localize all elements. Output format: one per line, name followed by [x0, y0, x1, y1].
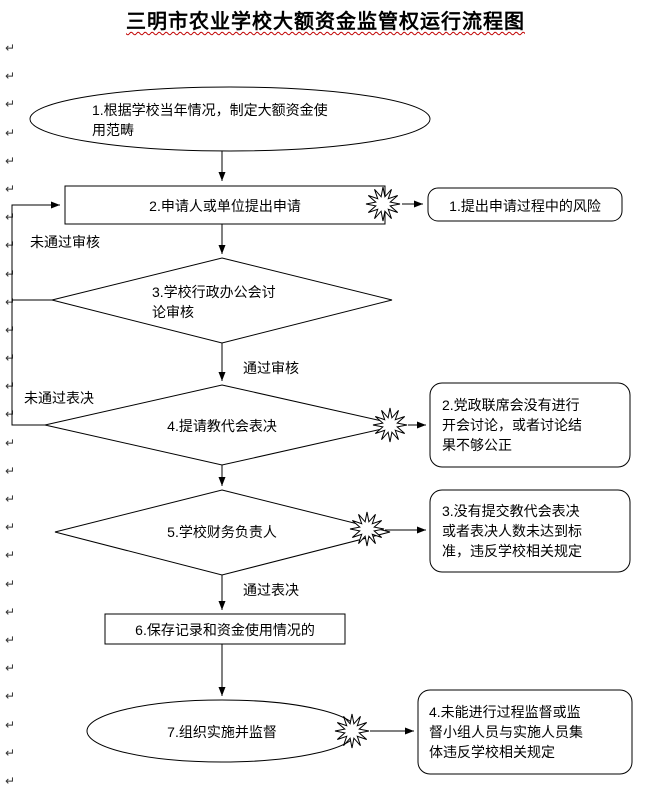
risk-1-label: 1.提出申请过程中的风险	[449, 198, 601, 214]
paragraph-mark-icon: ↵	[5, 351, 16, 366]
risk-2-box[interactable]	[429, 382, 631, 468]
risk-3-label: 3.没有提交教代会表决 或者表决人数未达到标 准，违反学校相关规定	[442, 503, 582, 559]
node-1-ellipse[interactable]	[29, 86, 431, 152]
paragraph-mark-icon: ↵	[5, 379, 16, 394]
node-1-label: 1.根据学校当年情况，制定大额资金使 用范畴	[92, 102, 328, 138]
paragraph-mark-icon: ↵	[5, 435, 16, 450]
paragraph-mark-icon: ↵	[5, 773, 16, 788]
paragraph-mark-icon: ↵	[5, 407, 16, 422]
paragraph-mark-icon: ↵	[5, 689, 16, 704]
risk-4-label: 4.未能进行过程监督或监 督小组人员与实施人员集 体违反学校相关规定	[429, 704, 583, 760]
risk-burst-icon	[372, 407, 408, 443]
node-4-label: 4.提请教代会表决	[167, 418, 277, 434]
paragraph-mark-icon: ↵	[5, 266, 16, 281]
paragraph-mark-icon: ↵	[5, 69, 16, 84]
connector-loop-review-fail	[11, 201, 60, 301]
edge-label-fail-review: 未通过审核	[30, 234, 100, 250]
paragraph-marks: ↵ ↵ ↵ ↵ ↵ ↵ ↵ ↵ ↵ ↵ ↵ ↵ ↵ ↵ ↵ ↵ ↵ ↵ ↵ ↵ ↵ ↵ ↵ ↵ ↵ ↵ ↵	[5, 34, 15, 795]
node-6-rect[interactable]	[104, 613, 346, 645]
paragraph-mark-icon: ↵	[5, 632, 16, 647]
page-title: 三明市农业学校大额资金监管权运行流程图	[126, 11, 525, 33]
paragraph-mark-icon: ↵	[5, 520, 16, 535]
paragraph-mark-icon: ↵	[5, 548, 16, 563]
risk-1-box[interactable]	[427, 187, 623, 222]
paragraph-mark-icon: ↵	[5, 492, 16, 506]
risk-4-box[interactable]	[417, 689, 633, 775]
connector-loop-vote-fail	[11, 300, 45, 426]
paragraph-mark-icon: ↵	[5, 661, 16, 676]
edge-label-fail-vote: 未通过表决	[24, 390, 94, 406]
node-2-label: 2.申请人或单位提出申请	[149, 198, 301, 214]
paragraph-mark-icon: ↵	[5, 294, 16, 309]
node-3-diamond[interactable]	[51, 257, 393, 344]
paragraph-mark-icon: ↵	[5, 97, 16, 112]
paragraph-mark-icon: ↵	[5, 181, 16, 196]
paragraph-mark-icon: ↵	[5, 125, 16, 140]
node-7-label: 7.组织实施并监督	[167, 724, 277, 740]
paragraph-mark-icon: ↵	[5, 463, 16, 478]
paragraph-mark-icon: ↵	[5, 41, 16, 55]
risk-2-label: 2.党政联席会没有进行 开会讨论，或者讨论结 果不够公正	[442, 397, 582, 453]
paragraph-mark-icon: ↵	[5, 576, 16, 591]
node-6-label: 6.保存记录和资金使用情况的	[135, 622, 315, 638]
paragraph-mark-icon: ↵	[5, 604, 16, 619]
paragraph-mark-icon: ↵	[5, 238, 16, 253]
node-3-label: 3.学校行政办公会讨 论审核	[152, 284, 276, 320]
paragraph-mark-icon: ↵	[5, 322, 16, 337]
paragraph-mark-icon: ↵	[5, 745, 16, 760]
paragraph-mark-icon: ↵	[5, 210, 16, 225]
edge-label-pass-vote: 通过表决	[243, 582, 299, 598]
paragraph-mark-icon: ↵	[5, 717, 16, 732]
paragraph-mark-icon: ↵	[5, 153, 16, 168]
edge-label-pass-review: 通过审核	[243, 360, 299, 376]
node-2-rect[interactable]	[64, 185, 386, 225]
risk-3-box[interactable]	[429, 489, 631, 573]
node-4-diamond[interactable]	[44, 384, 401, 466]
node-5-label: 5.学校财务负责人	[167, 524, 277, 540]
node-5-diamond[interactable]	[54, 489, 391, 576]
